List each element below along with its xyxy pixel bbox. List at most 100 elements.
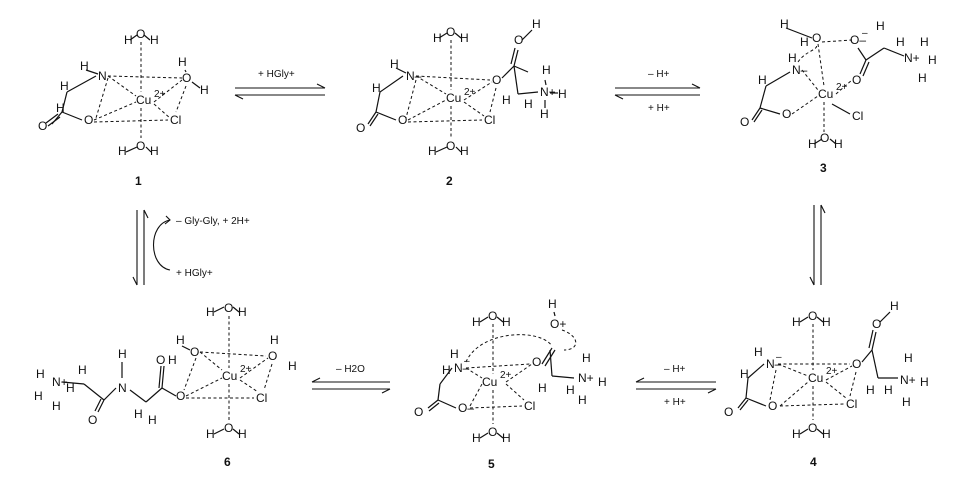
svg-text:O: O (514, 33, 523, 47)
label-5: 5 (488, 457, 495, 471)
svg-text:Cl: Cl (524, 399, 535, 413)
svg-text:2+: 2+ (240, 364, 252, 375)
complex-1: H O H H N H H O O Cu 2+ O H H Cl H O H (38, 27, 209, 188)
svg-text:N: N (98, 69, 107, 83)
svg-text:2+: 2+ (826, 366, 838, 377)
cu-2: Cu (446, 91, 461, 105)
svg-text:H: H (80, 59, 89, 73)
svg-text:H: H (740, 367, 749, 381)
svg-text:O: O (88, 413, 97, 427)
svg-text:H: H (834, 137, 843, 151)
svg-text:– H+: – H+ (648, 69, 670, 80)
svg-text:H: H (206, 427, 215, 441)
svg-text:N+: N+ (578, 371, 594, 385)
svg-text:O: O (84, 113, 93, 127)
svg-text:H: H (896, 35, 905, 49)
svg-text:H: H (808, 137, 817, 151)
svg-text:N+: N+ (52, 375, 68, 389)
svg-text:H: H (150, 144, 159, 158)
svg-text:H: H (792, 315, 801, 329)
svg-text:H: H (582, 351, 591, 365)
svg-text:O: O (488, 425, 497, 439)
svg-text:H: H (124, 33, 133, 47)
svg-text:N+: N+ (904, 51, 920, 65)
svg-text:Cl: Cl (484, 113, 495, 127)
complex-5: H O H H H N– – O O– Cu 2+ Cl O O+ H H H … (414, 297, 607, 471)
svg-text:H: H (788, 51, 797, 65)
svg-text:H: H (524, 97, 533, 111)
svg-text:H: H (904, 351, 913, 365)
label-2: 2 (446, 174, 453, 188)
svg-text:+ H+: + H+ (664, 397, 686, 408)
svg-text:2+: 2+ (500, 370, 512, 381)
svg-text:O: O (782, 107, 791, 121)
svg-text:H: H (866, 383, 875, 397)
svg-text:H: H (792, 427, 801, 441)
svg-text:H: H (52, 399, 61, 413)
svg-text:2+: 2+ (836, 82, 848, 93)
svg-text:N: N (118, 381, 127, 395)
svg-text:H: H (433, 31, 442, 45)
svg-text:O: O (852, 73, 861, 87)
complex-3: H H O H N– H O O Cu 2+ Cl O O– – H H N+ … (740, 17, 937, 175)
svg-text:H: H (372, 81, 381, 95)
svg-text:H: H (450, 347, 459, 361)
svg-text:H: H (548, 297, 557, 311)
svg-text:O: O (176, 389, 185, 403)
svg-text:H: H (532, 17, 541, 31)
cu-4: Cu (808, 371, 823, 385)
svg-text:2+: 2+ (464, 87, 476, 98)
svg-text:H: H (472, 315, 481, 329)
svg-text:O: O (224, 421, 233, 435)
svg-text:H: H (472, 431, 481, 445)
svg-text:2+: 2+ (154, 89, 166, 100)
svg-text:N–: N– (792, 63, 808, 77)
svg-text:H: H (178, 55, 187, 69)
svg-text:H: H (538, 381, 547, 395)
svg-text:O: O (488, 309, 497, 323)
svg-text:H: H (34, 389, 43, 403)
svg-text:H: H (238, 305, 247, 319)
svg-text:O: O (808, 421, 817, 435)
svg-text:O–: O– (850, 33, 866, 47)
svg-text:O: O (446, 25, 455, 39)
svg-text:H: H (118, 347, 127, 361)
svg-text:O: O (724, 405, 733, 419)
svg-text:O: O (446, 139, 455, 153)
svg-text:N–: N– (454, 361, 470, 375)
svg-text:O: O (492, 73, 501, 87)
svg-text:H: H (118, 144, 127, 158)
svg-text:H: H (902, 395, 911, 409)
svg-text:H: H (542, 63, 551, 77)
svg-text:H: H (890, 299, 899, 313)
svg-text:– H+: – H+ (664, 364, 686, 375)
svg-text:N+: N+ (540, 85, 556, 99)
equilibrium-3-4 (809, 204, 826, 286)
svg-text:H: H (176, 333, 185, 347)
svg-text:H: H (822, 427, 831, 441)
svg-text:H: H (78, 363, 87, 377)
svg-text:H: H (578, 393, 587, 407)
svg-text:O: O (38, 119, 47, 133)
svg-text:H: H (288, 359, 297, 373)
svg-text:O: O (768, 399, 777, 413)
svg-text:O: O (852, 357, 861, 371)
svg-text:– Gly-Gly, + 2H+: – Gly-Gly, + 2H+ (176, 216, 250, 227)
svg-text:H: H (270, 333, 279, 347)
svg-text:O: O (190, 345, 199, 359)
svg-text:H: H (800, 35, 809, 49)
svg-text:H: H (558, 87, 567, 101)
svg-text:H: H (150, 33, 159, 47)
svg-text:– H2O: – H2O (336, 364, 365, 375)
svg-text:H: H (442, 363, 451, 377)
svg-text:H: H (134, 407, 143, 421)
svg-text:O: O (224, 301, 233, 315)
cu-1: Cu (136, 93, 151, 107)
svg-text:O: O (532, 355, 541, 369)
svg-text:+ HGly+: + HGly+ (176, 268, 213, 279)
svg-text:H: H (920, 35, 929, 49)
svg-text:O: O (812, 31, 821, 45)
svg-text:–: – (464, 356, 470, 367)
svg-text:H: H (928, 53, 937, 67)
